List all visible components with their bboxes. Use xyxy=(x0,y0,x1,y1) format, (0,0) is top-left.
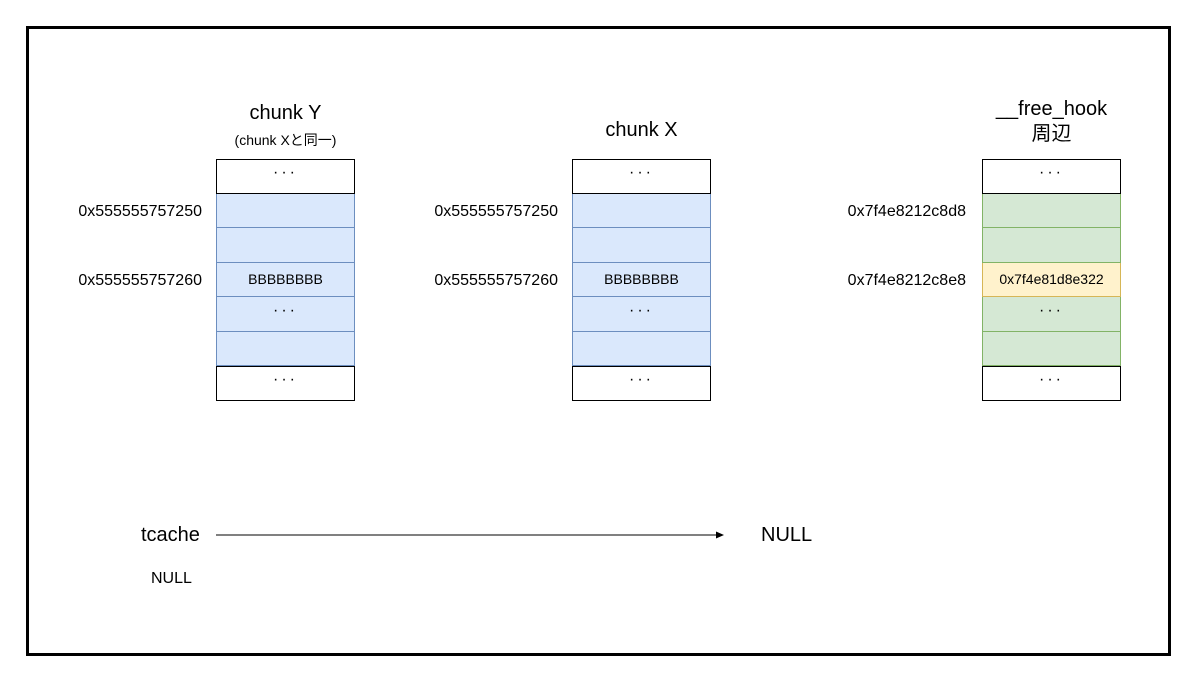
address-label: 0x7f4e8212c8e8 xyxy=(847,272,966,289)
free-hook-memory: ··· 0x7f4e81d8e322 ··· ··· xyxy=(982,159,1121,401)
free-hook-title: __free_hook xyxy=(995,98,1108,120)
memory-cell-value: BBBBBBBB xyxy=(572,262,711,297)
memory-cell xyxy=(572,193,711,228)
memory-cell: ··· xyxy=(982,297,1121,332)
chunk-y-subtitle: (chunk Xと同一) xyxy=(234,132,337,148)
diagram-frame xyxy=(26,26,1171,656)
tcache-null-label: NULL xyxy=(151,570,192,587)
tcache-arrow xyxy=(216,531,724,539)
memory-cell: ··· xyxy=(216,366,355,401)
memory-cell-value: BBBBBBBB xyxy=(216,262,355,297)
memory-cell: ··· xyxy=(216,297,355,332)
address-label: 0x555555757250 xyxy=(78,203,202,220)
memory-cell xyxy=(982,193,1121,228)
memory-cell: ··· xyxy=(572,159,711,194)
memory-cell xyxy=(216,228,355,263)
address-label: 0x555555757260 xyxy=(78,272,202,289)
memory-cell xyxy=(982,331,1121,366)
chunk-y-title: chunk Y xyxy=(249,102,322,124)
memory-cell-hook-value: 0x7f4e81d8e322 xyxy=(982,262,1121,297)
memory-cell: ··· xyxy=(982,159,1121,194)
memory-cell xyxy=(572,228,711,263)
memory-cell: ··· xyxy=(982,366,1121,401)
tcache-label: tcache xyxy=(141,524,200,546)
chunk-y-memory: ··· BBBBBBBB ··· ··· xyxy=(216,159,355,401)
memory-cell: ··· xyxy=(572,297,711,332)
memory-cell xyxy=(982,228,1121,263)
chunk-x-memory: ··· BBBBBBBB ··· ··· xyxy=(572,159,711,401)
chunk-x-title: chunk X xyxy=(605,119,678,141)
memory-cell xyxy=(216,193,355,228)
address-label: 0x555555757260 xyxy=(434,272,558,289)
memory-cell xyxy=(216,331,355,366)
tcache-target-null: NULL xyxy=(761,524,813,546)
address-label: 0x7f4e8212c8d8 xyxy=(847,203,966,220)
address-label: 0x555555757250 xyxy=(434,203,558,220)
free-hook-subtitle: 周辺 xyxy=(1031,123,1072,145)
memory-cell: ··· xyxy=(572,366,711,401)
memory-cell xyxy=(572,331,711,366)
memory-cell: ··· xyxy=(216,159,355,194)
